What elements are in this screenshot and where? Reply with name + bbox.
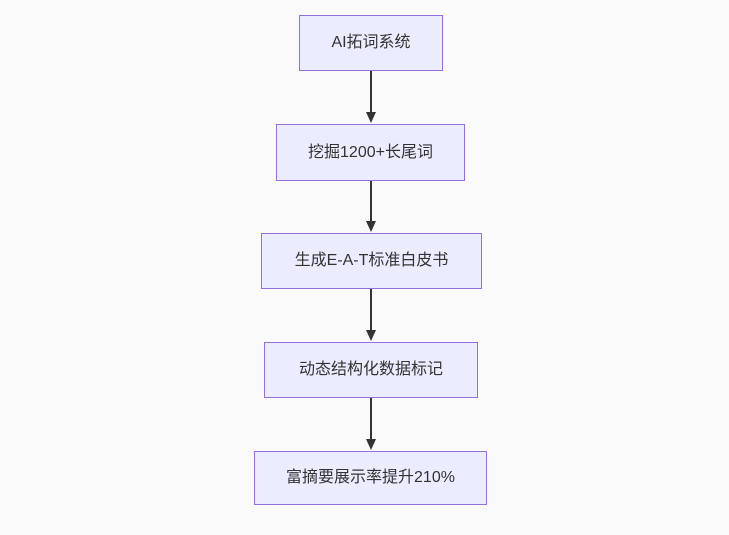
edge-3 xyxy=(366,289,376,341)
arrowhead-icon xyxy=(366,221,376,232)
flowchart-node-longtail-mining: 挖掘1200+长尾词 xyxy=(276,124,465,181)
edge-2 xyxy=(366,181,376,232)
flowchart-node-eat-whitepaper: 生成E-A-T标准白皮书 xyxy=(261,233,482,289)
node-label: 富摘要展示率提升210% xyxy=(286,469,455,487)
flowchart-node-structured-data: 动态结构化数据标记 xyxy=(264,342,478,398)
node-label: 生成E-A-T标准白皮书 xyxy=(294,252,449,270)
arrowhead-icon xyxy=(366,112,376,123)
node-label: 动态结构化数据标记 xyxy=(298,361,443,379)
arrowhead-icon xyxy=(366,330,376,341)
node-label: 挖掘1200+长尾词 xyxy=(308,143,433,161)
edge-1 xyxy=(366,71,376,123)
edge-4 xyxy=(366,398,376,450)
flowchart-node-ai-keyword-system: AI拓词系统 xyxy=(299,15,443,71)
flowchart-node-rich-snippet-rate: 富摘要展示率提升210% xyxy=(254,451,487,505)
arrowhead-icon xyxy=(366,439,376,450)
node-label: AI拓词系统 xyxy=(331,34,411,52)
